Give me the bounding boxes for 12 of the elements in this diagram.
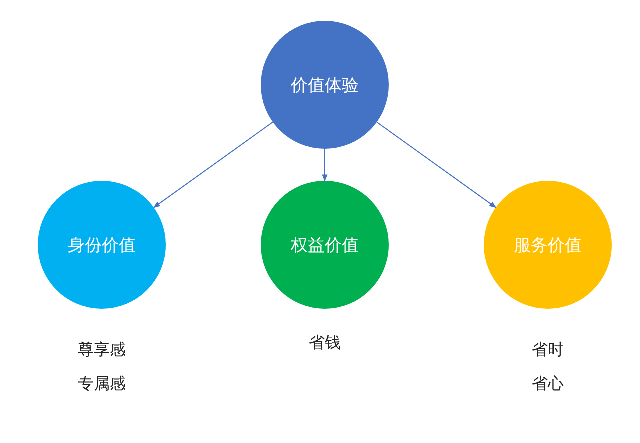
caption-text: 省心 bbox=[531, 374, 565, 395]
value-circle: 身份价值 bbox=[38, 181, 166, 309]
caption-text: 省时 bbox=[531, 340, 565, 361]
value-circle: 服务价值 bbox=[484, 181, 612, 309]
value-circle: 价值体验 bbox=[261, 21, 389, 149]
value-circle: 权益价值 bbox=[261, 181, 389, 309]
caption-text: 专属感 bbox=[77, 374, 127, 395]
caption-text: 省钱 bbox=[308, 333, 342, 354]
arrow bbox=[153, 122, 274, 208]
arrow bbox=[376, 122, 497, 208]
arrow bbox=[322, 148, 328, 182]
caption-text: 尊享感 bbox=[77, 340, 127, 361]
